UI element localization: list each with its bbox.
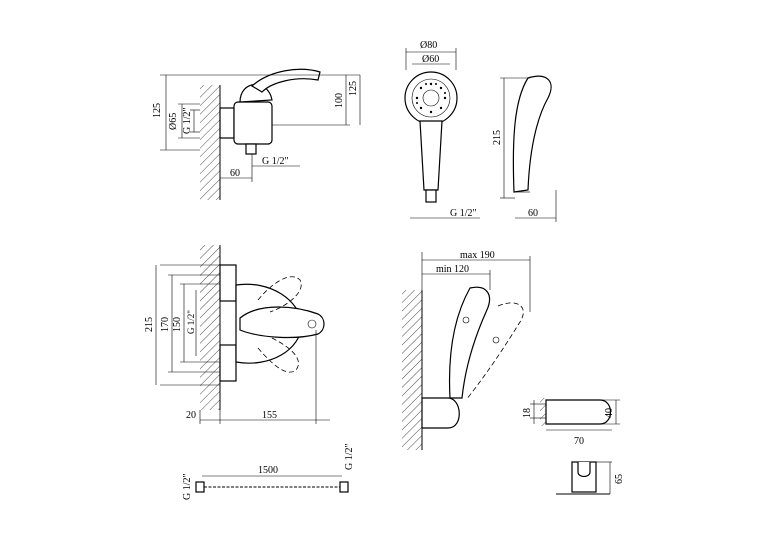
dim-150: 150 (172, 317, 183, 332)
dim-20: 20 (186, 410, 196, 421)
bracket-front: 65 (556, 461, 625, 495)
dim-40: 40 (604, 408, 615, 418)
dim-d65: Ø65 (168, 113, 179, 130)
dim-170: 170 (160, 317, 171, 332)
dim-125-right: 125 (348, 81, 359, 96)
shower-head-side: 215 60 (492, 75, 557, 222)
wall-hatch (200, 85, 220, 200)
dim-g12-hose-left: G 1/2" (182, 473, 193, 500)
dim-1500: 1500 (258, 465, 278, 476)
dim-min120: min 120 (436, 264, 469, 275)
dim-g12-front: G 1/2" (186, 310, 196, 334)
bracket-side: 18 40 70 (522, 398, 620, 447)
dim-60-faucet: 60 (230, 168, 240, 179)
dim-max190: max 190 (460, 250, 495, 261)
dim-60-head: 60 (528, 208, 538, 219)
shower-head-front: Ø80 Ø60 G 1/2" (404, 40, 480, 219)
faucet-top-view: 215 170 150 G 1/2" 20 155 (144, 245, 330, 424)
nozzle-dots (415, 82, 447, 114)
hose: 1500 G 1/2" G 1/2" (182, 443, 355, 500)
dim-65: 65 (614, 474, 625, 484)
dim-g12-bottom: G 1/2" (262, 156, 289, 167)
faucet-side-view: 125 Ø65 G 1/2" 100 125 60 G 1/2" (152, 68, 361, 200)
dim-100: 100 (334, 93, 345, 108)
dim-18: 18 (522, 408, 533, 418)
dim-g12-hose-right: G 1/2" (344, 443, 355, 470)
dim-g12-side: G 1/2" (182, 107, 193, 134)
dim-215-faucet: 215 (144, 317, 155, 332)
dim-125-left: 125 (152, 103, 163, 118)
dim-d80: Ø80 (420, 40, 437, 51)
dim-70: 70 (574, 436, 584, 447)
dim-155: 155 (262, 410, 277, 421)
dim-d60: Ø60 (422, 54, 439, 65)
holder-with-head: max 190 min 120 (402, 250, 531, 450)
dim-215-head: 215 (492, 130, 503, 145)
dim-g12-head: G 1/2" (450, 208, 477, 219)
